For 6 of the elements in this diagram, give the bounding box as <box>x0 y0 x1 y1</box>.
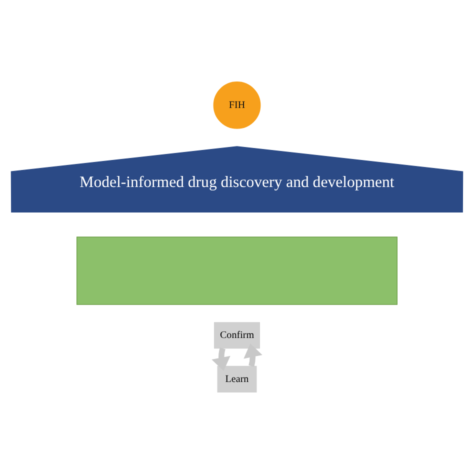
arrow <box>244 343 262 367</box>
node-box: Confirm <box>214 322 260 349</box>
arrow <box>212 348 230 372</box>
node-circle: FIH <box>213 82 261 129</box>
node-box <box>76 236 398 305</box>
node-box: Learn <box>217 366 257 392</box>
